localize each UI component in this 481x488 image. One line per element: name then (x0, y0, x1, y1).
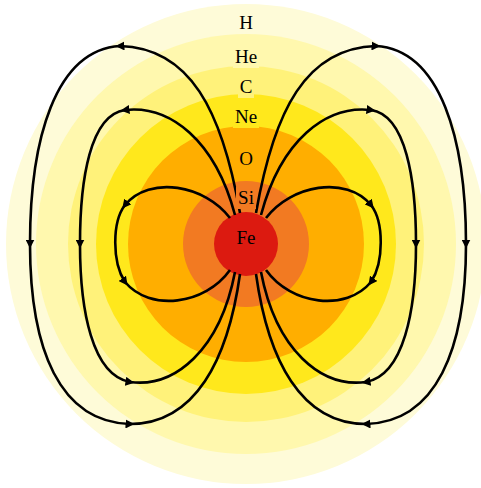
star-layer: NeO SiFe (96, 94, 396, 394)
element-label: He (233, 46, 259, 68)
element-label: Ne (233, 106, 259, 128)
star-layer: HHeCNeOSiFe (6, 4, 481, 484)
element-label: Fe (235, 227, 258, 249)
element-label: C (238, 76, 255, 98)
star-layer: Fe (214, 212, 278, 276)
star-layer: O SiFe (128, 126, 364, 362)
element-label: O (237, 148, 255, 170)
star-layer: C NeO SiFe (68, 66, 424, 422)
star-layer: HeCNeOSiFe (36, 34, 456, 454)
element-label: Si (236, 187, 256, 209)
star-layer: SiFe (183, 181, 309, 307)
element-label: H (237, 12, 255, 34)
